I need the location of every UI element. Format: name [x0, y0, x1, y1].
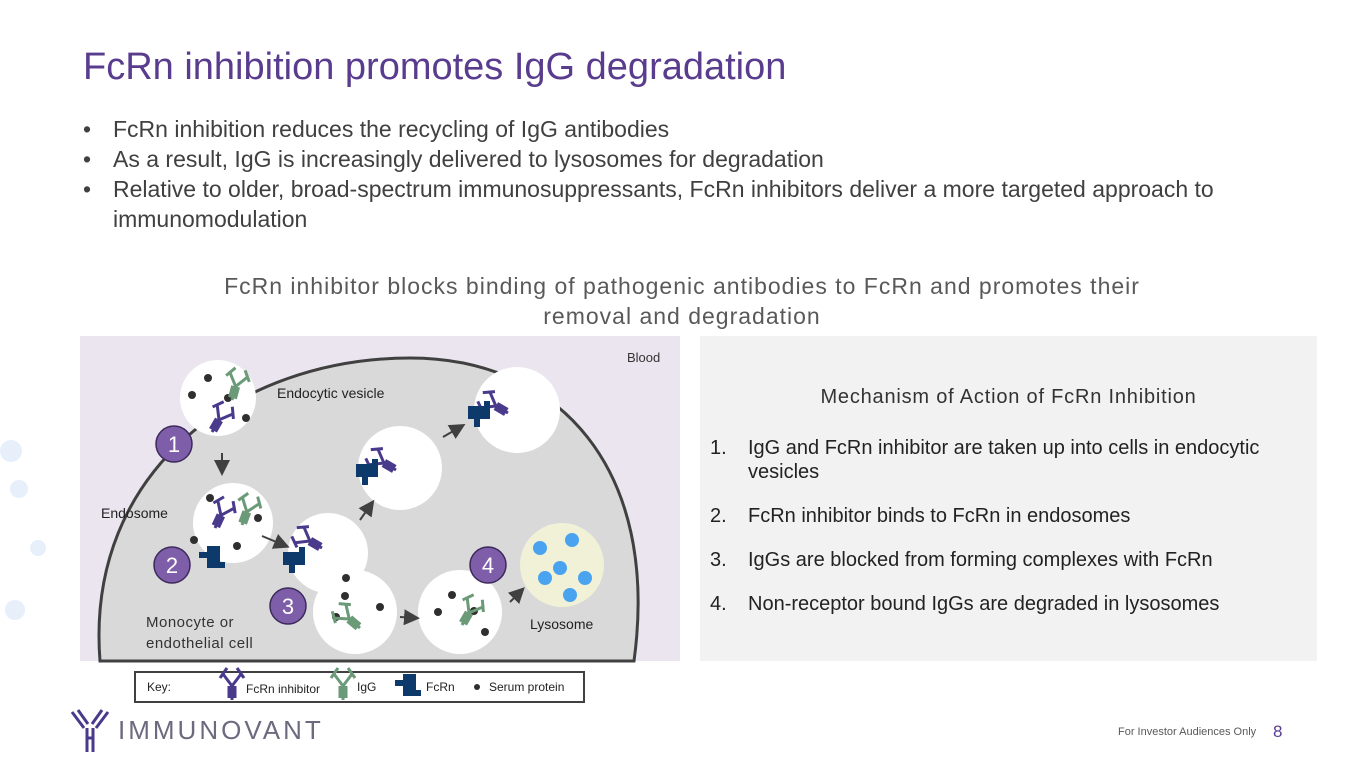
- degraded-fragments: [533, 533, 592, 602]
- moa-panel: [700, 336, 1317, 661]
- moa-title: Mechanism of Action of FcRn Inhibition: [820, 386, 1197, 408]
- svg-text:IgG: IgG: [357, 680, 376, 694]
- moa-list: 1. IgG and FcRn inhibitor are taken up in…: [710, 436, 1278, 636]
- svg-text:FcRn: FcRn: [426, 680, 455, 694]
- svg-text:Key:: Key:: [147, 680, 171, 694]
- cell-label: endothelial cell: [146, 635, 253, 652]
- decor-dot: [10, 480, 28, 498]
- decor-dot: [0, 440, 22, 462]
- arrows: [214, 423, 525, 626]
- svg-text:FcRn inhibitor: FcRn inhibitor: [246, 682, 320, 696]
- bullet: Relative to older, broad-spectrum immuno…: [83, 174, 1223, 234]
- svg-text:1: 1: [168, 432, 180, 457]
- item-number: 4.: [710, 593, 727, 615]
- step-badges: 1 2 3 4: [153, 425, 507, 625]
- svg-text:Serum protein: Serum protein: [489, 680, 564, 694]
- moa-item: 3. IgGs are blocked from forming complexe…: [710, 548, 1278, 572]
- logo-wordmark: IMMUNOVANT: [118, 715, 324, 745]
- item-number: 3.: [710, 549, 727, 571]
- item-text: IgG and FcRn inhibitor are taken up into…: [748, 437, 1260, 483]
- bullet: As a result, IgG is increasingly deliver…: [83, 144, 1223, 174]
- svg-text:2: 2: [166, 553, 178, 578]
- item-text: Non-receptor bound IgGs are degraded in …: [748, 593, 1220, 615]
- page-number: 8: [1273, 722, 1283, 741]
- lysosome-label: Lysosome: [530, 616, 594, 632]
- cell-label: Monocyte or: [146, 614, 234, 631]
- blood-label: Blood: [627, 350, 660, 365]
- moa-item: 1. IgG and FcRn inhibitor are taken up in…: [710, 436, 1278, 484]
- endosome-label: Endosome: [101, 505, 168, 521]
- serum-key-icon: [474, 684, 480, 690]
- decor-dot: [5, 600, 25, 620]
- item-text: FcRn inhibitor binds to FcRn in endosome…: [748, 505, 1131, 527]
- immunovant-logo-icon: [70, 709, 110, 752]
- svg-text:4: 4: [482, 553, 494, 578]
- bullet: FcRn inhibition reduces the recycling of…: [83, 114, 1223, 144]
- item-text: IgGs are blocked from forming complexes …: [748, 549, 1213, 571]
- bullet-list: FcRn inhibition reduces the recycling of…: [83, 114, 1223, 234]
- page-title: FcRn inhibition promotes IgG degradation: [83, 46, 787, 88]
- decor-dot: [30, 540, 46, 556]
- moa-item: 2. FcRn inhibitor binds to FcRn in endoso…: [710, 504, 1278, 528]
- key-legend: Key: FcRn inhibitor IgG FcRn Serum prote…: [134, 666, 585, 703]
- vesicles: [180, 360, 560, 654]
- endocytic-label: Endocytic vesicle: [277, 385, 385, 401]
- figure-subtitle: FcRn inhibitor blocks binding of pathoge…: [224, 273, 1140, 329]
- moa-item: 4. Non-receptor bound IgGs are degraded i…: [710, 592, 1278, 616]
- svg-text:3: 3: [282, 594, 294, 619]
- footer-note: For Investor Audiences Only: [1118, 726, 1257, 738]
- item-number: 2.: [710, 505, 727, 527]
- item-number: 1.: [710, 437, 727, 459]
